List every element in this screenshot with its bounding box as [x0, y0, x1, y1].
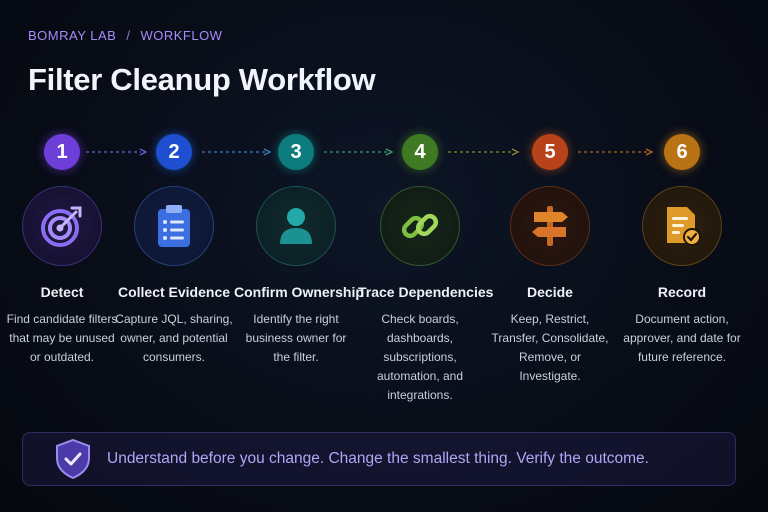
shield-check-icon — [56, 438, 90, 480]
step-detect: 1 Detect Find candidate filters that may… — [0, 130, 124, 367]
principle-banner: Understand before you change. Change the… — [22, 432, 736, 486]
clipboard-icon — [158, 205, 190, 247]
step-description: Identify the right business owner for th… — [245, 312, 347, 364]
breadcrumb-separator: / — [126, 28, 131, 43]
connector-arrow-2-3 — [202, 148, 272, 156]
workflow-steps: 1 Detect Find candidate filters that may… — [0, 130, 768, 420]
breadcrumb-section[interactable]: WORKFLOW — [140, 28, 223, 43]
link-icon — [401, 213, 439, 239]
step-icon-circle — [134, 186, 214, 266]
connector-arrow-3-4 — [324, 148, 394, 156]
step-number-badge: 4 — [402, 134, 438, 170]
step-title: Collect Evidence — [117, 284, 231, 300]
breadcrumb-lab[interactable]: BOMRAY LAB — [28, 28, 117, 43]
step-icon-circle — [510, 186, 590, 266]
step-record: 6 Record Document action, approver, and … — [620, 130, 744, 367]
step-title: Record — [657, 284, 707, 300]
step-number-badge: 1 — [44, 134, 80, 170]
step-collect-evidence: 2 Collect Evidence Capture JQL, sharing,… — [112, 130, 236, 367]
step-title: Decide — [527, 284, 573, 300]
step-title: Confirm Ownership — [234, 284, 364, 300]
step-description: Document action, approver, and date for … — [623, 312, 741, 364]
step-decide: 5 Decide Keep, Restrict, Transfer, Conso… — [488, 130, 612, 386]
connector-arrow-1-2 — [86, 148, 148, 156]
step-description: Capture JQL, sharing, owner, and potenti… — [115, 312, 233, 364]
connector-arrow-5-6 — [578, 148, 654, 156]
step-title: Trace Dependencies — [358, 284, 494, 300]
step-icon-circle — [380, 186, 460, 266]
step-icon-circle — [642, 186, 722, 266]
step-description: Keep, Restrict, Transfer, Consolidate, R… — [491, 312, 609, 383]
target-icon — [41, 206, 82, 247]
breadcrumb: BOMRAY LAB / WORKFLOW — [28, 28, 222, 43]
step-icon-circle — [22, 186, 102, 266]
step-trace-dependencies: 4 Trace Dependencies Check boards, dashb… — [358, 130, 494, 405]
person-icon — [280, 208, 312, 244]
step-icon-circle — [256, 186, 336, 266]
step-number-badge: 2 — [156, 134, 192, 170]
step-title: Detect — [40, 284, 84, 300]
step-confirm-ownership: 3 Confirm Ownership Identify the right b… — [234, 130, 364, 367]
step-number-badge: 5 — [532, 134, 568, 170]
step-description: Find candidate filters that may be unuse… — [6, 312, 118, 364]
step-number-badge: 6 — [664, 134, 700, 170]
connector-arrow-4-5 — [448, 148, 520, 156]
principle-text: Understand before you change. Change the… — [107, 450, 649, 467]
step-number-badge: 3 — [278, 134, 314, 170]
document-check-icon — [667, 207, 701, 246]
page-title: Filter Cleanup Workflow — [28, 62, 376, 97]
signpost-icon — [532, 206, 568, 246]
step-description: Check boards, dashboards, subscriptions,… — [376, 312, 464, 402]
